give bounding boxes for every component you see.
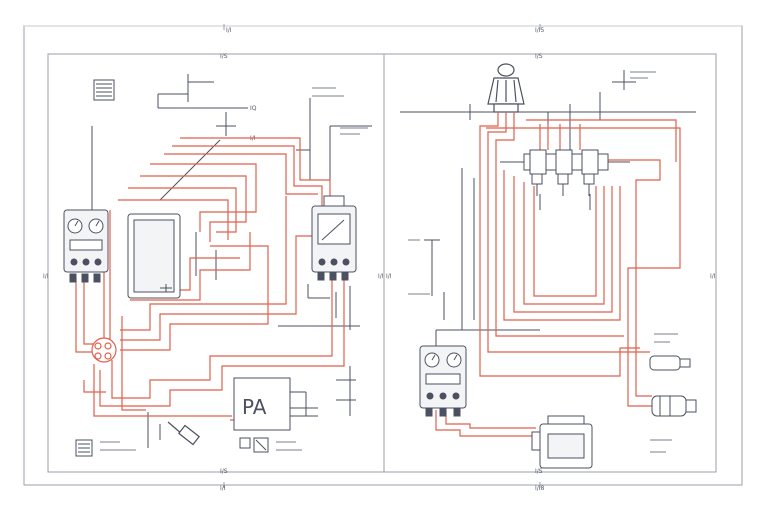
side-label-left-outer: I/I (43, 273, 49, 280)
panel-label-left-top: I/S (220, 53, 228, 60)
motor-icon (531, 415, 593, 469)
plug-connector-icon (649, 355, 697, 417)
frame-label-top-left: I/I (226, 27, 232, 34)
dual-gauge-meter-right (419, 345, 467, 417)
panel-label-right-top: I/S (535, 53, 543, 60)
left-device-label-1: IQ (250, 105, 257, 112)
probe-icon (167, 421, 201, 446)
solenoid-valve-icon (487, 63, 525, 113)
annotation-marks-left (100, 87, 368, 451)
wire-connector-left (91, 337, 117, 363)
drawing-frame (23, 24, 743, 488)
pa-box-label: PA (242, 395, 267, 419)
power-wires-right (435, 112, 681, 437)
analog-meter-left (311, 205, 357, 281)
meter-icon-bottom-center (239, 437, 269, 453)
pa-box (233, 377, 307, 431)
frame-label-top-right: I/I5 (535, 27, 545, 34)
panel-label-right-bottom: I/S (535, 468, 543, 475)
control-lines-left (91, 74, 372, 448)
terminal-block-icon (93, 79, 115, 101)
frame-label-bottom-left: I/I (220, 485, 226, 492)
frame-label-bottom-right: I/I8 (535, 485, 545, 492)
panel-label-left-bottom: I/S (220, 468, 228, 475)
valve-manifold (500, 149, 630, 196)
control-cabinet (127, 213, 181, 299)
power-wires-left (75, 137, 345, 428)
dual-gauge-meter-left (63, 209, 109, 283)
side-label-right-outer: I/I (710, 273, 716, 280)
side-label-left-inner: I/I (378, 273, 384, 280)
meter-top-connectors (323, 195, 345, 207)
side-label-right-inner: I/I (386, 273, 392, 280)
annotation-marks-right (408, 71, 678, 453)
hatch-icon-bottom-left (75, 439, 93, 457)
